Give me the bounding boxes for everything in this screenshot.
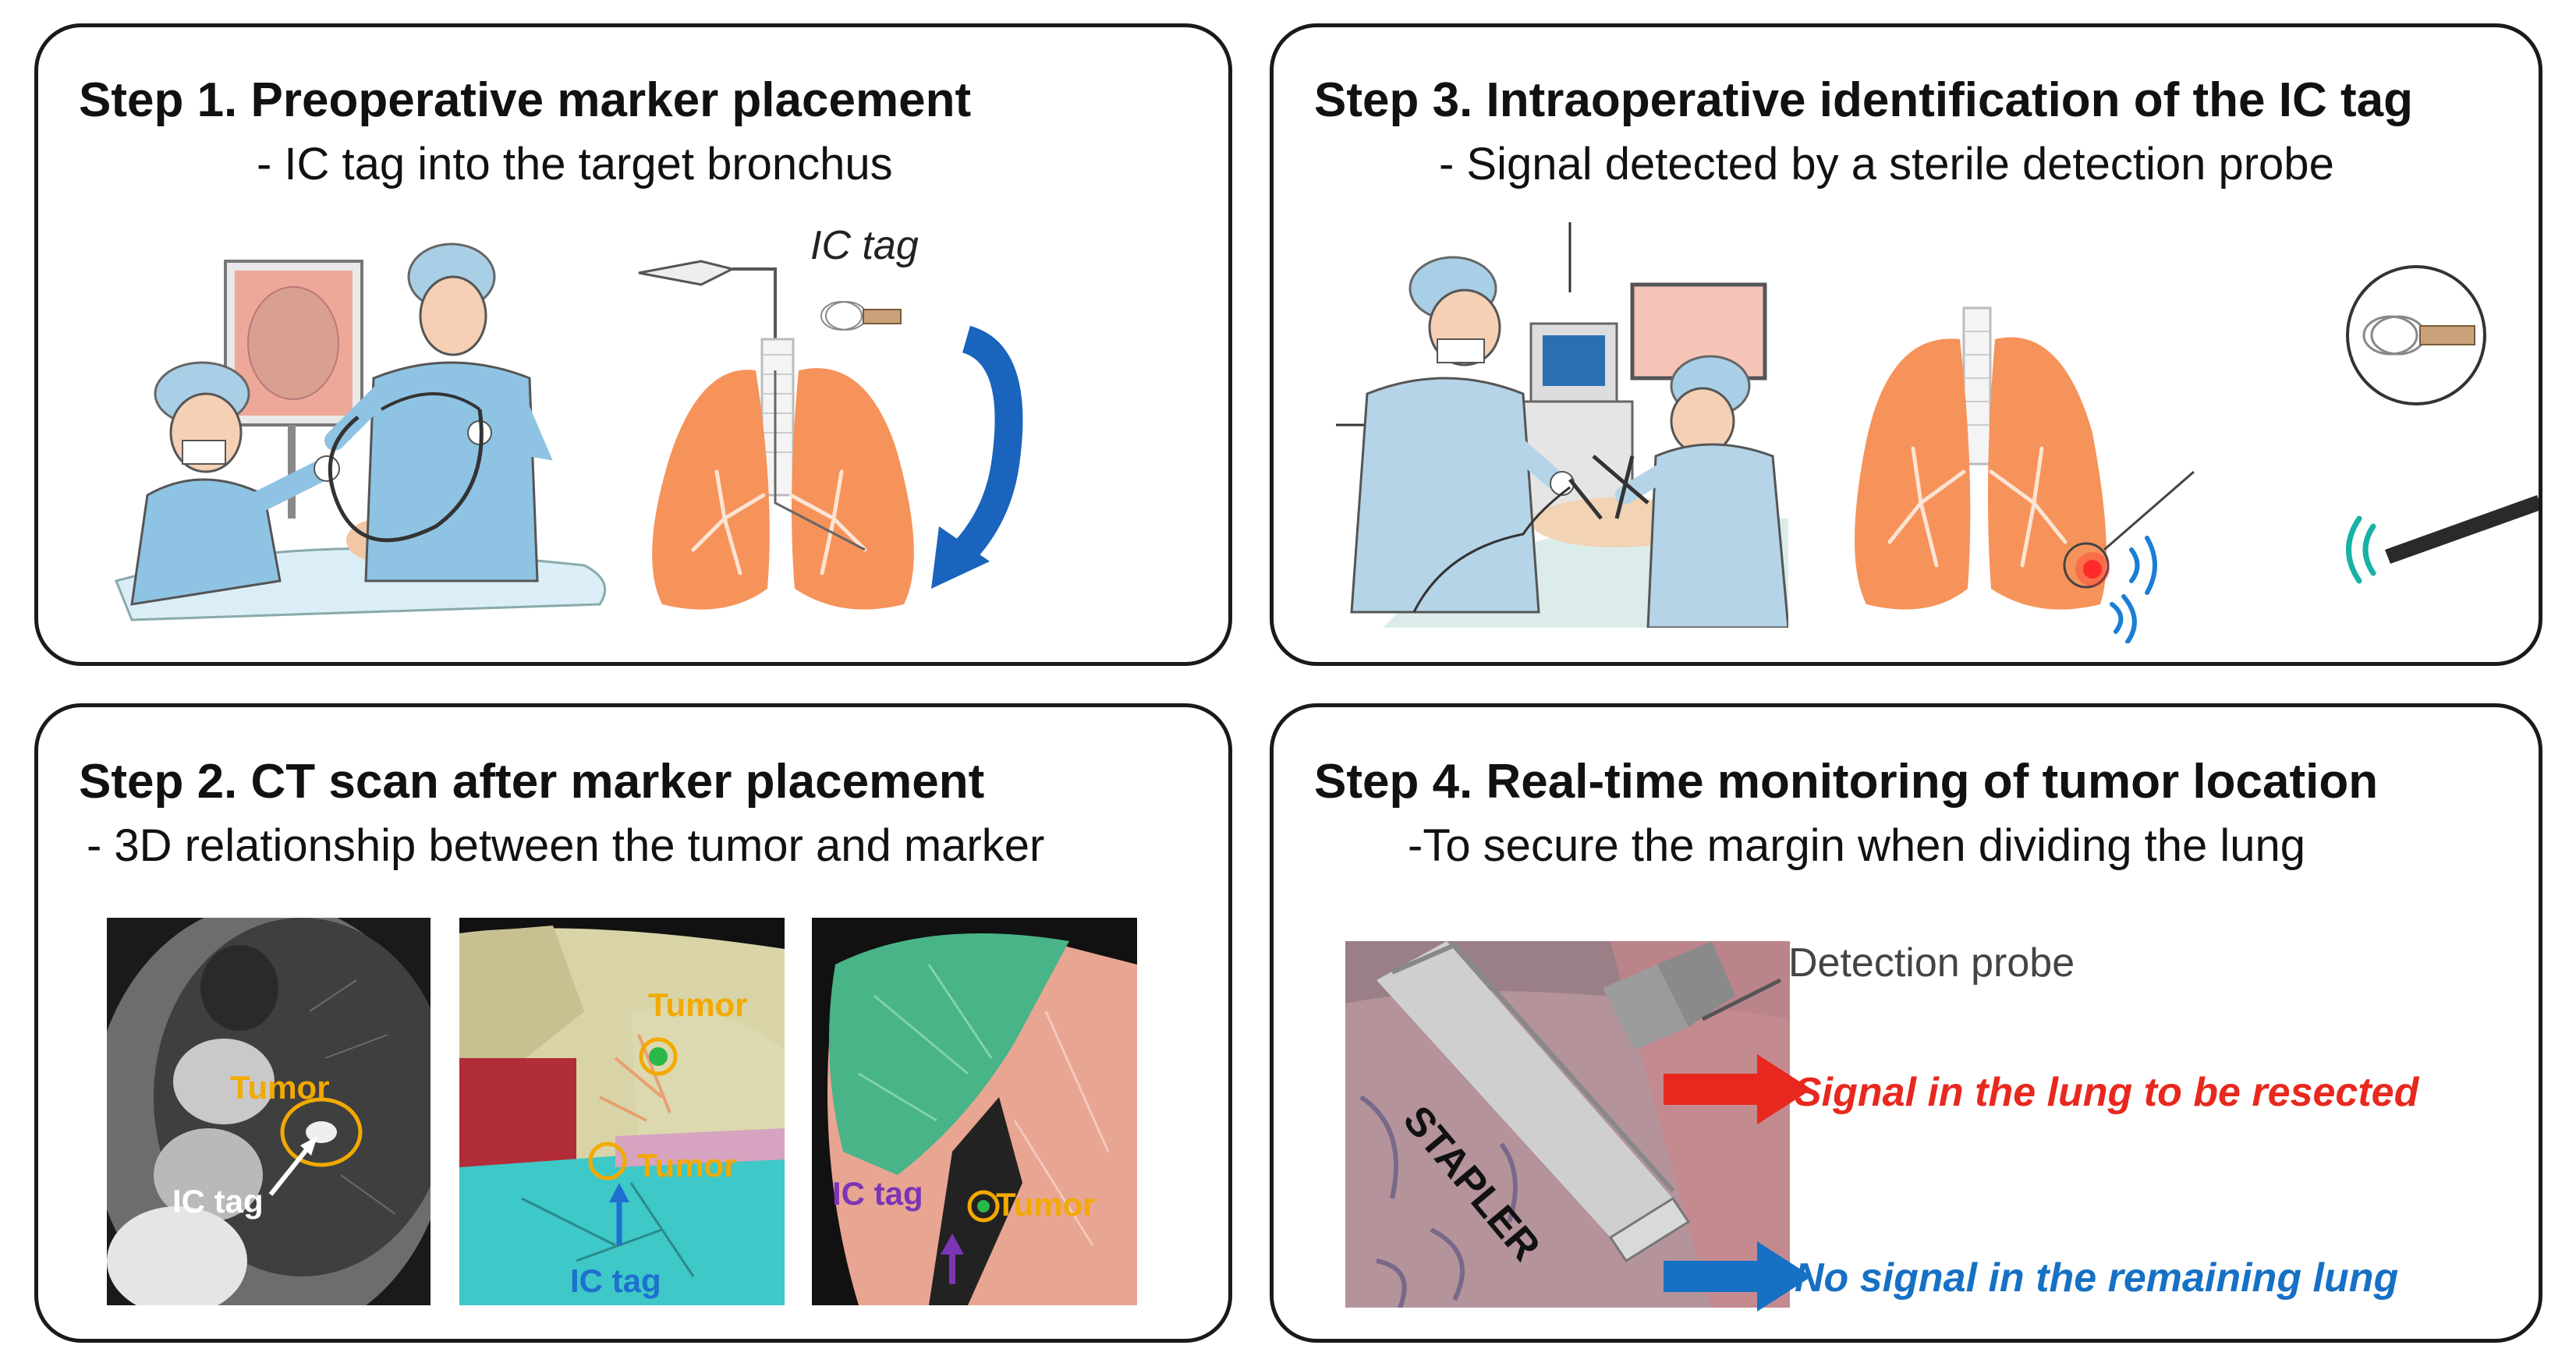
ct-tumor-label: Tumor <box>230 1069 330 1106</box>
ct-ic-tag-label: IC tag <box>172 1183 264 1220</box>
no-signal-arrow-blue <box>1664 1241 1812 1312</box>
signal-label: Signal in the lung to be resected <box>1795 1070 2419 1115</box>
step1-subtitle: - IC tag into the target bronchus <box>257 139 893 189</box>
3d-render-front-image <box>459 918 785 1305</box>
step2-subtitle: - 3D relationship between the tumor and … <box>87 820 1045 871</box>
render2-ic-tag-label: IC tag <box>832 1175 923 1212</box>
step4-panel: Step 4. Real-time monitoring of tumor lo… <box>1270 703 2542 1343</box>
step2-title: Step 2. CT scan after marker placement <box>79 755 985 809</box>
render1-tumor-label-2: Tumor <box>637 1147 737 1184</box>
step4-title: Step 4. Real-time monitoring of tumor lo… <box>1314 755 2379 809</box>
step3-panel: Step 3. Intraoperative identification of… <box>1270 23 2542 666</box>
surgery-scene-illustration <box>1336 222 1788 628</box>
lungs-signal-illustration <box>1855 306 2195 643</box>
lungs-bronchoscope-illustration <box>638 260 1023 610</box>
intraoperative-photo <box>1345 941 1790 1308</box>
ic-tag-zoom-illustration <box>2346 265 2486 405</box>
step2-panel: Step 2. CT scan after marker placement -… <box>34 703 1232 1343</box>
render2-tumor-label: Tumor <box>996 1186 1096 1223</box>
bronchoscopy-scene-illustration <box>114 242 607 621</box>
step4-subtitle: -To secure the margin when dividing the … <box>1408 820 2305 871</box>
step1-panel: Step 1. Preoperative marker placement - … <box>34 23 1232 666</box>
step1-title: Step 1. Preoperative marker placement <box>79 73 972 127</box>
step3-subtitle: - Signal detected by a sterile detection… <box>1439 139 2334 189</box>
step3-title: Step 3. Intraoperative identification of… <box>1314 73 2413 127</box>
probe-pointer-line <box>1701 978 1782 1021</box>
no-signal-label: No signal in the remaining lung <box>1795 1255 2399 1301</box>
signal-arrow-red <box>1664 1054 1812 1124</box>
step1-ic-tag-label: IC tag <box>810 223 919 268</box>
ct-scan-image <box>107 918 431 1305</box>
render1-tumor-label: Tumor <box>648 986 748 1023</box>
render1-ic-tag-label: IC tag <box>570 1262 661 1299</box>
detection-probe-label: Detection probe <box>1788 940 2075 986</box>
3d-render-lateral-image <box>812 918 1137 1305</box>
detection-probe-illustration <box>2346 495 2539 584</box>
